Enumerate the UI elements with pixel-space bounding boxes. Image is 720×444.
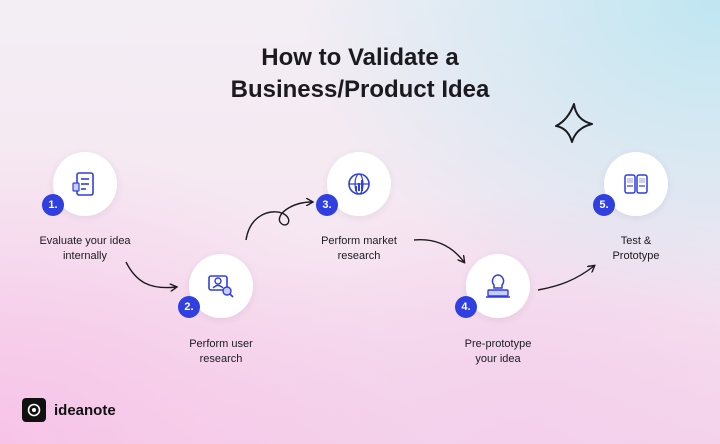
step-3-badge: 3. xyxy=(316,194,338,216)
step-3-label: Perform market research xyxy=(321,235,397,262)
step-2-label: Perform user research xyxy=(189,338,253,365)
brand-name: ideanote xyxy=(54,401,116,419)
step-4-label: Pre-prototype your idea xyxy=(464,338,532,365)
arrow-step4-to-step5 xyxy=(537,266,594,291)
ideanote-logo-icon xyxy=(22,398,46,422)
step-1-badge: 1. xyxy=(42,194,64,216)
step-5-label: Test & Prototype xyxy=(612,235,660,262)
arrow-step3-to-step4 xyxy=(413,239,464,262)
arrow-step1-to-step2 xyxy=(125,261,176,288)
mobile-prototype-icon xyxy=(624,174,648,194)
step-1-label: Evaluate your idea internally xyxy=(39,235,131,262)
page-title: How to Validate a Business/Product Idea xyxy=(0,42,720,106)
arrow-step2-to-step3 xyxy=(245,202,312,241)
step-5-badge: 5. xyxy=(593,194,615,216)
lightbulb-laptop-icon xyxy=(486,274,510,298)
globe-chart-icon xyxy=(348,173,370,195)
brand: ideanote xyxy=(22,398,116,422)
step-2-badge: 2. xyxy=(178,296,200,318)
sparkle-icon xyxy=(555,103,593,143)
step-4-badge: 4. xyxy=(455,296,477,318)
title-line-1: How to Validate a xyxy=(261,44,459,71)
title-line-2: Business/Product Idea xyxy=(230,76,490,103)
document-checklist-icon xyxy=(72,172,94,196)
user-search-icon xyxy=(208,275,234,298)
step-2-circle xyxy=(189,254,253,318)
